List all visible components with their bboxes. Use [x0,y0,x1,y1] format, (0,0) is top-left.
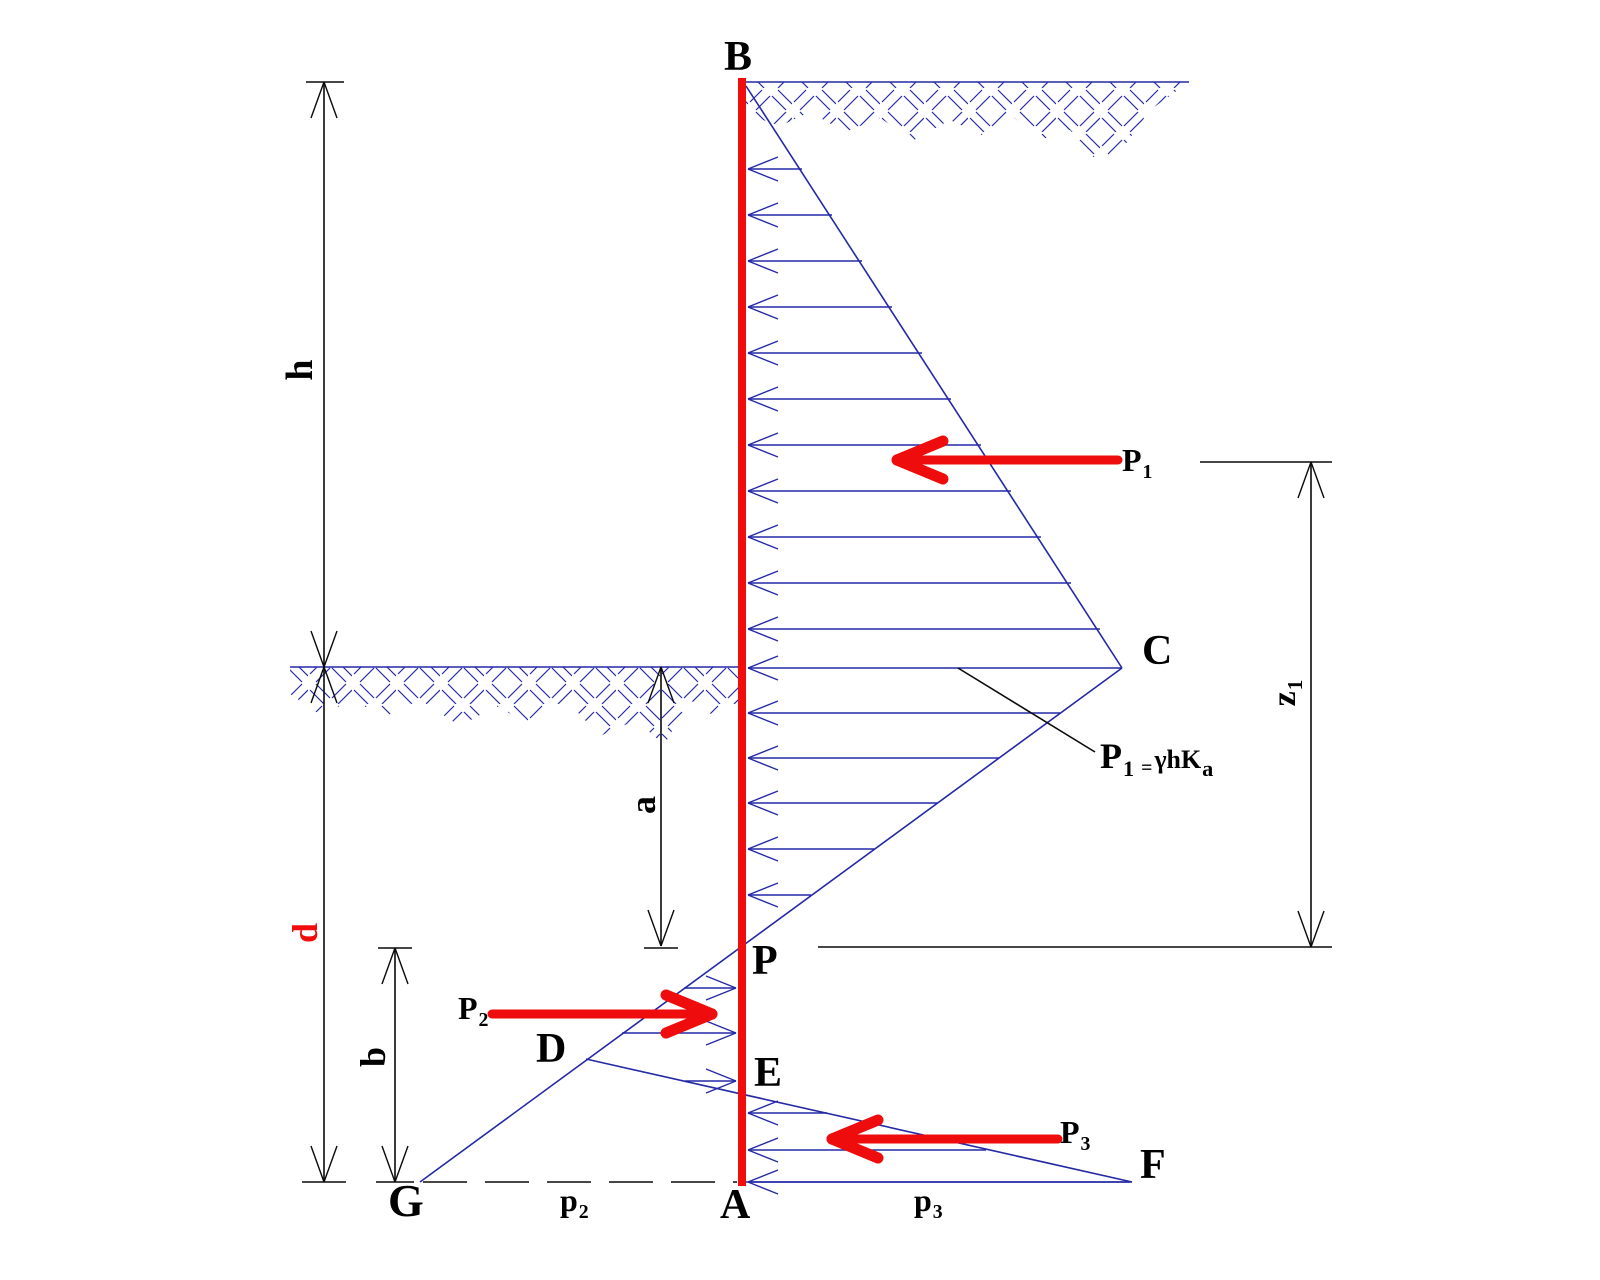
pressure-arrow-left [747,386,951,412]
pressure-arrow-left [747,616,1100,642]
point-label-P: P [752,938,778,984]
pressure-arrow-left [747,655,1122,681]
pressure-arrow-left [747,156,802,182]
pressure-arrow-left [747,745,999,771]
pressure-hatch-arrows [622,156,1130,1195]
dim-label-z1: z1 [1266,679,1308,707]
soil-hatch-left [290,667,746,745]
dim-label-h: h [279,359,321,381]
dim-arrow-down [1297,910,1325,948]
point-label-E: E [754,1050,783,1096]
pressure-arrow-left [747,248,862,274]
pressure-arrow-left [747,1169,1130,1195]
point-label-D: D [536,1026,567,1072]
dim-arrow-up [647,666,675,704]
sheet-pile-wall [738,78,746,1186]
pressure-arrow-left [747,882,811,908]
pressure-arrow-right [685,1068,737,1094]
dim-arrow-down [310,1145,338,1183]
pressure-arrow-left [747,570,1071,596]
annotation-leader [957,667,1096,753]
force-label-P1: P1 [1122,442,1153,483]
dim-label-b: b [353,1046,393,1068]
pressure-arrow-left [747,700,1060,726]
point-label-B: B [724,34,753,80]
force-arrow-P1 [891,435,1123,485]
pressure-line-C-G [419,667,1123,1183]
pressure-label-p3: p3 [914,1182,943,1223]
pressure-arrow-left [747,340,922,366]
dim-arrow-up [1297,461,1325,499]
force-label-P3: P3 [1060,1114,1091,1155]
point-label-A: A [720,1182,751,1228]
dim-arrow-down [310,630,338,668]
dim-arrow-down [381,1145,409,1183]
pressure-line-D-F [585,1058,1133,1183]
point-label-G: G [388,1175,424,1226]
dimension-arrowheads [310,81,1325,1183]
soil-hatch-right [746,82,1189,160]
pressure-arrow-left [747,478,1011,504]
pressure-arrow-left [747,836,874,862]
dim-arrow-up [310,81,338,119]
pressure-formula-annotation: P1=γhKa [1100,736,1214,781]
pressure-arrow-left [747,790,937,816]
pressure-arrow-right [684,975,737,1001]
dim-arrow-up [381,947,409,985]
dim-label-d: d [285,922,325,944]
point-label-C: C [1142,628,1173,674]
force-arrow-P2 [487,989,718,1039]
pressure-label-p2: p2 [560,1182,589,1223]
pressure-arrow-left [747,202,832,228]
resultant-force-arrows [487,435,1123,1164]
hypotenuse-B-C [745,85,1123,669]
pressure-arrow-left [747,1100,827,1126]
pressure-arrow-left [747,524,1041,550]
dim-label-a: a [623,796,663,814]
force-arrow-P3 [826,1114,1063,1164]
dim-arrow-up [310,666,338,704]
force-label-P2: P2 [458,990,489,1031]
point-label-F: F [1140,1142,1166,1188]
dim-arrow-down [647,909,675,947]
dimension-lines [302,81,1332,1183]
pressure-arrow-left [747,294,892,320]
